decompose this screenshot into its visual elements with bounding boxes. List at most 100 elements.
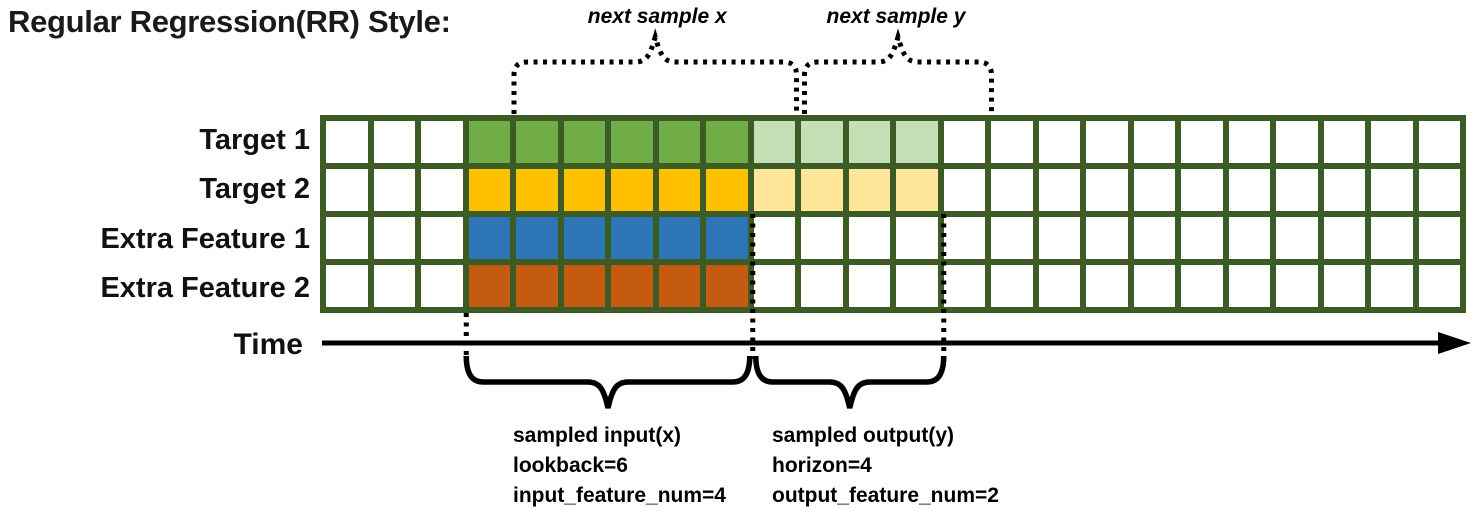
row-label: Target 2 <box>199 173 310 206</box>
grid-cell <box>801 121 843 163</box>
grid-cell <box>1038 121 1080 163</box>
grid-cell <box>421 169 463 211</box>
grid-cell <box>516 265 558 307</box>
grid-cell <box>658 265 700 307</box>
next-sample-y-label: next sample y <box>826 5 966 28</box>
grid-cell <box>468 121 510 163</box>
sampled-input-brace <box>463 355 753 409</box>
grid-cell <box>991 265 1033 307</box>
grid-cell <box>1371 121 1413 163</box>
grid-cell <box>1038 169 1080 211</box>
grid-cell <box>848 121 890 163</box>
grid-cell <box>896 217 938 259</box>
grid-cell <box>943 169 985 211</box>
sampled-output-brace <box>753 355 947 409</box>
grid-cell <box>1323 169 1365 211</box>
grid-cell <box>1228 169 1270 211</box>
grid-cell <box>1323 121 1365 163</box>
grid-cell <box>326 121 368 163</box>
grid-cell <box>943 121 985 163</box>
grid-cell <box>326 265 368 307</box>
grid-cell <box>611 121 653 163</box>
grid-cell <box>421 217 463 259</box>
grid-cell <box>1228 265 1270 307</box>
grid-cell <box>373 265 415 307</box>
grid-cell <box>516 121 558 163</box>
grid-cell <box>753 265 795 307</box>
grid-cell <box>421 265 463 307</box>
grid-cell <box>801 217 843 259</box>
grid-cell <box>1276 121 1318 163</box>
grid-cell <box>801 265 843 307</box>
grid-cell <box>468 169 510 211</box>
grid-cell <box>516 217 558 259</box>
grid-cell <box>563 265 605 307</box>
grid-cell <box>1086 121 1128 163</box>
row-label: Target 1 <box>199 123 310 156</box>
grid-cell <box>1276 169 1318 211</box>
grid-cell <box>753 217 795 259</box>
annotation-line: sampled input(x) <box>513 424 682 447</box>
grid-cell <box>1133 121 1175 163</box>
annotation-line: output_feature_num=2 <box>772 484 999 507</box>
next-sample-x-label: next sample x <box>587 5 727 28</box>
grid-cell <box>1228 121 1270 163</box>
grid-cell <box>848 217 890 259</box>
grid-cell <box>1038 265 1080 307</box>
grid-cell <box>1133 265 1175 307</box>
grid-cell <box>1418 169 1460 211</box>
grid-cell <box>1038 217 1080 259</box>
grid-cell <box>896 169 938 211</box>
grid-cell <box>943 265 985 307</box>
grid-cell <box>658 121 700 163</box>
grid-cell <box>848 169 890 211</box>
grid-cell <box>991 169 1033 211</box>
grid-cell <box>1323 265 1365 307</box>
grid-cell <box>563 121 605 163</box>
grid-cell <box>1323 217 1365 259</box>
grid-cell <box>421 121 463 163</box>
grid-cell <box>326 169 368 211</box>
grid-cell <box>1418 121 1460 163</box>
annotation-line: input_feature_num=4 <box>513 484 726 507</box>
annotation-line: horizon=4 <box>772 454 872 477</box>
grid-cell <box>896 121 938 163</box>
grid-cell <box>563 169 605 211</box>
time-series-grid <box>320 115 1466 313</box>
grid-cell <box>1181 265 1223 307</box>
next-sample-x-brace <box>511 28 799 114</box>
grid-cell <box>1418 217 1460 259</box>
grid-cell <box>516 169 558 211</box>
grid-cell <box>468 217 510 259</box>
time-arrow <box>322 332 1471 354</box>
arrowhead-icon <box>1438 332 1471 354</box>
grid-cell <box>706 265 748 307</box>
grid-cell <box>373 217 415 259</box>
grid-cell <box>373 169 415 211</box>
annotation-line: lookback=6 <box>513 454 628 477</box>
grid-cell <box>1133 217 1175 259</box>
grid-cell <box>1086 217 1128 259</box>
grid-cell <box>943 217 985 259</box>
grid-cell <box>611 265 653 307</box>
grid-cell <box>1371 217 1413 259</box>
diagram-title: Regular Regression(RR) Style: <box>8 4 451 39</box>
grid-cell <box>1276 217 1318 259</box>
grid-cell <box>706 169 748 211</box>
grid-cell <box>706 121 748 163</box>
time-axis-label: Time <box>233 328 303 361</box>
grid-cell <box>896 265 938 307</box>
grid-cell <box>1276 265 1318 307</box>
grid-cell <box>1181 121 1223 163</box>
grid-cell <box>658 217 700 259</box>
grid-cell <box>373 121 415 163</box>
grid-cell <box>801 169 843 211</box>
grid-cell <box>1181 169 1223 211</box>
grid-cell <box>1133 169 1175 211</box>
grid-cell <box>991 217 1033 259</box>
row-label: Extra Feature 1 <box>100 222 310 255</box>
grid-cell <box>658 169 700 211</box>
grid-cell <box>611 217 653 259</box>
grid-cell <box>468 265 510 307</box>
